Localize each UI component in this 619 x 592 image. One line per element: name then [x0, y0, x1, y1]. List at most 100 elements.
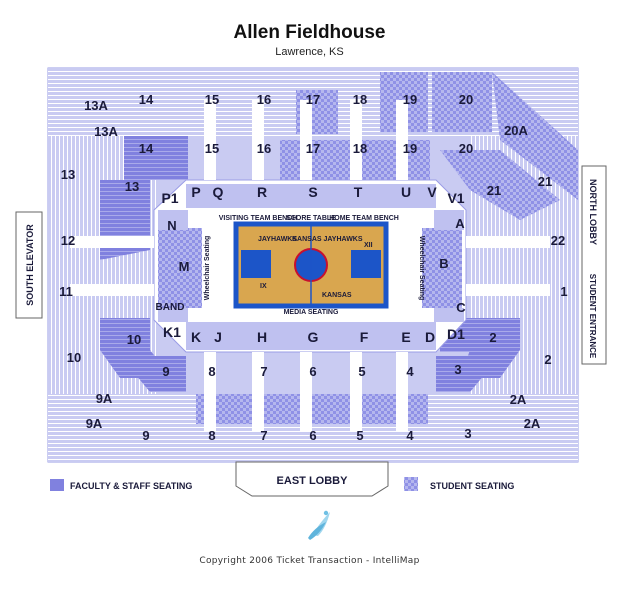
section-label-lower_bottom-5[interactable]: 4: [406, 364, 414, 379]
section-label-upper_top-3[interactable]: 17: [306, 92, 320, 107]
section-label-corners-6[interactable]: 2A: [510, 392, 527, 407]
section-label-upper_top-1[interactable]: 15: [205, 92, 219, 107]
student-entrance-label: STUDENT ENTRANCE: [588, 274, 597, 359]
section-label-floor_top-3[interactable]: R: [257, 184, 267, 200]
section-label-upper_top-5[interactable]: 19: [403, 92, 417, 107]
south-elevator-box[interactable]: [15, 211, 43, 319]
section-label-lower_top-5[interactable]: 19: [403, 141, 417, 156]
section-label-floor_right-1[interactable]: B: [439, 256, 448, 271]
court-numeral-left: IX: [260, 283, 267, 290]
section-label-right_side-3[interactable]: 2: [544, 352, 551, 367]
section-label-lower_top-6[interactable]: 20: [459, 141, 473, 156]
section-label-floor_bottom-2[interactable]: J: [214, 329, 222, 345]
score-table-label: SCORE TABLE: [286, 215, 336, 222]
section-label-corners-9[interactable]: 10: [127, 332, 141, 347]
student-section-20a[interactable]: [492, 72, 578, 200]
section-label-corners-5[interactable]: 21: [538, 174, 552, 189]
section-label-upper_top-0[interactable]: 14: [139, 92, 154, 107]
aisles: [70, 100, 550, 432]
east-lobby-label: EAST LOBBY: [277, 475, 349, 487]
student-section-top-20[interactable]: [432, 72, 492, 132]
section-label-floor_bottom-8[interactable]: D1: [447, 326, 465, 342]
legend-faculty-swatch: [50, 479, 64, 491]
wheelchair-left-label: Wheelchair Seating: [204, 236, 211, 301]
venue-title: Allen Fieldhouse: [233, 22, 386, 43]
section-label-lower_top-4[interactable]: 18: [353, 141, 367, 156]
court-banner-right: KANSAS: [322, 292, 352, 299]
north-lobby-label: NORTH LOBBY: [588, 179, 598, 245]
section-label-upper_bottom-1[interactable]: 8: [208, 428, 215, 443]
section-label-right_side-1[interactable]: 22: [551, 233, 565, 248]
section-label-floor_top-0[interactable]: P1: [161, 190, 178, 206]
student-section-21[interactable]: [440, 150, 560, 220]
section-label-floor_top-7[interactable]: V: [427, 184, 437, 200]
section-label-lower_top-2[interactable]: 16: [257, 141, 271, 156]
section-label-floor_top-5[interactable]: T: [354, 184, 363, 200]
section-label-lower_top-0[interactable]: 14: [139, 141, 154, 156]
section-label-upper_bottom-0[interactable]: 9: [142, 428, 149, 443]
section-label-floor_bottom-1[interactable]: K: [191, 329, 201, 345]
section-label-lower_bottom-1[interactable]: 8: [208, 364, 215, 379]
section-label-upper_bottom-3[interactable]: 6: [309, 428, 316, 443]
section-label-floor_left-2[interactable]: BAND: [156, 302, 185, 313]
legend-faculty-label: FACULTY & STAFF SEATING: [70, 481, 192, 491]
section-label-upper_bottom-5[interactable]: 4: [406, 428, 414, 443]
section-label-lower_top-1[interactable]: 15: [205, 141, 219, 156]
section-label-left_side-2[interactable]: 11: [59, 284, 73, 299]
basketball-court: [233, 221, 389, 309]
legend-student-swatch: [404, 477, 418, 491]
section-label-floor_top-6[interactable]: U: [401, 184, 411, 200]
section-label-corners-10[interactable]: 2: [489, 330, 496, 345]
section-label-floor_top-4[interactable]: S: [308, 184, 317, 200]
section-label-corners-3[interactable]: 9A: [86, 416, 103, 431]
section-label-left_side-3[interactable]: 10: [67, 350, 81, 365]
section-label-lower_bottom-6[interactable]: 3: [454, 362, 461, 377]
north-lobby-box[interactable]: [581, 165, 607, 365]
section-label-corners-8[interactable]: 13: [125, 179, 139, 194]
section-label-floor_bottom-4[interactable]: G: [308, 329, 319, 345]
faculty-section-2[interactable]: [460, 318, 520, 378]
media-seating-label: MEDIA SEATING: [284, 309, 339, 316]
section-label-lower_bottom-0[interactable]: 9: [162, 364, 169, 379]
section-label-floor_bottom-0[interactable]: K1: [163, 324, 181, 340]
section-label-upper_top-4[interactable]: 18: [353, 92, 367, 107]
section-label-floor_bottom-3[interactable]: H: [257, 329, 267, 345]
section-label-right_side-0[interactable]: 21: [487, 183, 501, 198]
court-banner-left: JAYHAWKS: [258, 236, 297, 243]
section-label-corners-0[interactable]: 13A: [84, 98, 108, 113]
section-label-corners-1[interactable]: 13A: [94, 124, 118, 139]
section-label-lower_bottom-2[interactable]: 7: [260, 364, 267, 379]
section-label-left_side-1[interactable]: 12: [61, 233, 75, 248]
section-label-upper_top-6[interactable]: 20: [459, 92, 473, 107]
legend-student-label: STUDENT SEATING: [430, 481, 514, 491]
section-label-corners-4[interactable]: 20A: [504, 123, 528, 138]
section-label-floor_right-2[interactable]: C: [456, 300, 466, 315]
section-label-floor_bottom-7[interactable]: D: [425, 329, 435, 345]
section-label-floor_top-2[interactable]: Q: [213, 184, 224, 200]
section-label-floor_bottom-6[interactable]: E: [401, 329, 410, 345]
section-label-floor_left-1[interactable]: M: [179, 259, 190, 274]
section-label-floor_bottom-5[interactable]: F: [360, 329, 369, 345]
visiting-bench-label: VISITING TEAM BENCH: [219, 215, 298, 222]
wheelchair-right-label: Wheelchair Seating: [418, 236, 425, 301]
east-lobby-box[interactable]: [235, 461, 389, 497]
section-label-left_side-0[interactable]: 13: [61, 167, 75, 182]
section-label-floor_top-1[interactable]: P: [191, 184, 200, 200]
section-label-upper_bottom-4[interactable]: 5: [356, 428, 363, 443]
section-label-floor_top-8[interactable]: V1: [447, 190, 464, 206]
section-label-lower_top-3[interactable]: 17: [306, 141, 320, 156]
section-label-right_side-2[interactable]: 1: [560, 284, 567, 299]
section-label-floor_left-0[interactable]: N: [167, 218, 176, 233]
section-label-upper_bottom-2[interactable]: 7: [260, 428, 267, 443]
faculty-section-9[interactable]: [120, 356, 186, 392]
section-label-floor_right-0[interactable]: A: [455, 216, 465, 231]
section-label-upper_bottom-6[interactable]: 3: [464, 426, 471, 441]
section-label-upper_top-2[interactable]: 16: [257, 92, 271, 107]
section-label-lower_bottom-4[interactable]: 5: [358, 364, 365, 379]
copyright-footer: Copyright 2006 Ticket Transaction - Inte…: [199, 556, 420, 566]
section-label-lower_bottom-3[interactable]: 6: [309, 364, 316, 379]
section-label-corners-2[interactable]: 9A: [96, 391, 113, 406]
south-elevator-label: SOUTH ELEVATOR: [25, 224, 35, 306]
section-label-corners-7[interactable]: 2A: [524, 416, 541, 431]
